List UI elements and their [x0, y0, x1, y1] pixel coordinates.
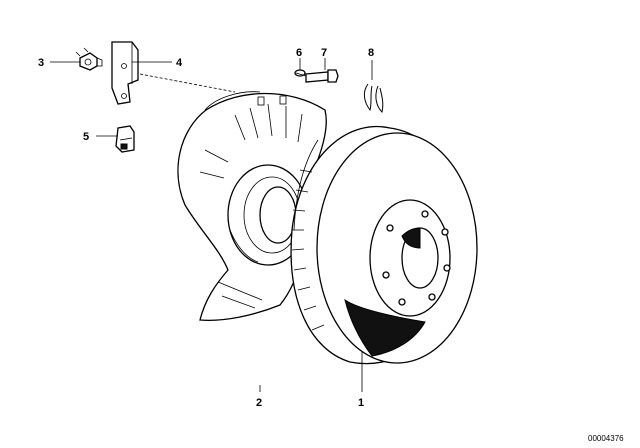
hex-nut [79, 52, 103, 71]
callout-7: 7 [321, 47, 327, 59]
callout-2: 2 [256, 397, 262, 409]
spring-clip [363, 83, 384, 113]
callout-4: 4 [176, 57, 183, 69]
drawing-number: 00004376 [588, 434, 624, 443]
leader-lines [50, 47, 373, 392]
callout-3: 3 [38, 57, 44, 69]
callout-1: 1 [358, 397, 364, 409]
bolt [305, 69, 339, 83]
clip [115, 125, 135, 153]
dust-shield [177, 91, 327, 321]
callout-5: 5 [83, 131, 89, 143]
brake-disc [290, 125, 478, 365]
callout-6: 6 [296, 47, 302, 59]
washer [294, 69, 307, 77]
callout-8: 8 [368, 47, 374, 59]
bracket [111, 41, 139, 105]
